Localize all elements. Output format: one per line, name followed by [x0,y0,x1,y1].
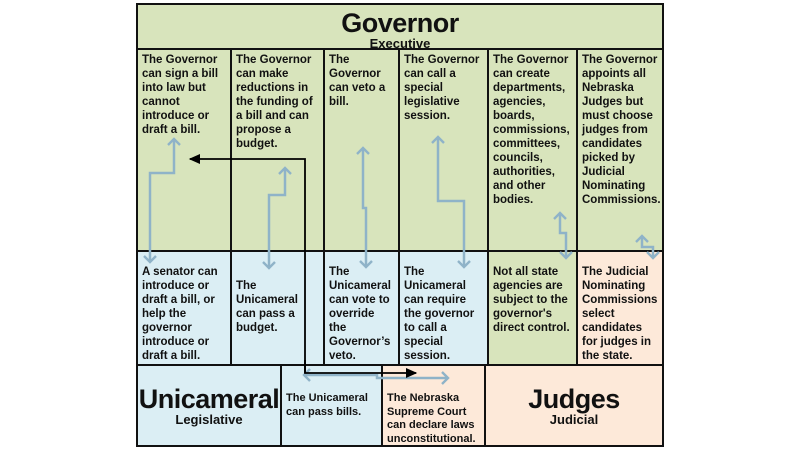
check-text: Not all state agencies are subject to th… [493,266,570,334]
power-text: The Governor can create departments, age… [493,54,570,206]
check-override-veto: The Unicameral can vote to override the … [323,250,400,366]
unicameral-subtitle: Legislative [175,411,243,427]
governor-subtitle: Executive [369,36,431,51]
power-text: The Governor can make reductions in the … [236,54,313,150]
governor-title: Governor [341,8,459,38]
unicameral-title: Unicameral [138,383,280,414]
governor-power-budget: The Governor can make reductions in the … [230,48,325,252]
governor-header: Governor Executive [136,3,664,51]
governor-power-create-agencies: The Governor can create departments, age… [487,48,578,252]
unicameral-header: Unicameral Legislative [136,364,282,447]
check-text: The Unicameral can pass a budget. [236,280,299,334]
check-text: The Unicameral can require the governor … [404,266,475,362]
governor-power-appoint-judges: The Governor appoints all Nebraska Judge… [576,48,664,252]
check-unicameral-pass-budget: The Unicameral can pass a budget. [230,250,325,366]
power-text: The Nebraska Supreme Court can declare l… [387,392,476,445]
governor-power-veto: The Governor can veto a bill. [323,48,400,252]
governor-power-sign-bill: The Governor can sign a bill into law bu… [136,48,232,252]
check-agencies-control: Not all state agencies are subject to th… [487,250,578,366]
unicameral-power-pass-bills: The Unicameral can pass bills. [280,364,383,447]
judges-header: Judges Judicial [484,364,664,447]
power-text: The Unicameral can pass bills. [286,392,368,418]
power-text: The Governor can veto a bill. [329,54,386,108]
check-text: A senator can introduce or draft a bill,… [142,266,218,362]
judges-subtitle: Judicial [549,411,599,427]
governor-power-special-session: The Governor can call a special legislat… [398,48,489,252]
check-text: The Judicial Nominating Commissions sele… [582,266,658,362]
judges-title: Judges [528,383,620,414]
power-text: The Governor can sign a bill into law bu… [142,54,219,136]
power-text: The Governor appoints all Nebraska Judge… [582,54,661,206]
check-judicial-nominating: The Judicial Nominating Commissions sele… [576,250,664,366]
judges-power-unconstitutional: The Nebraska Supreme Court can declare l… [381,364,486,447]
check-text: The Unicameral can vote to override the … [329,266,392,362]
check-senator-introduce-bill: A senator can introduce or draft a bill,… [136,250,232,366]
power-text: The Governor can call a special legislat… [404,54,480,122]
branches-of-government-diagram: Governor Executive The Governor can sign… [136,3,664,447]
check-require-special-session: The Unicameral can require the governor … [398,250,489,366]
